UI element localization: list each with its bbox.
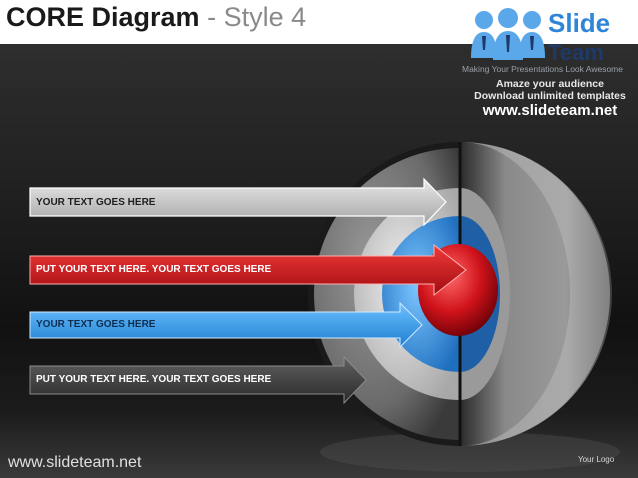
logo-word-slide: Slide <box>548 8 611 38</box>
title-main: CORE Diagram <box>6 2 200 32</box>
footer-url[interactable]: www.slideteam.net <box>8 454 142 471</box>
logo-promo-download: Download unlimited templates <box>474 90 626 102</box>
arrow-3-text: YOUR TEXT GOES HERE <box>36 319 156 330</box>
arrow-1-label: YOUR TEXT GOES HERE <box>36 197 155 208</box>
people-group-icon <box>471 8 545 60</box>
title-subtitle: Style 4 <box>223 2 307 32</box>
arrow-3-label: YOUR TEXT GOES HERE <box>36 319 155 330</box>
logo-word-team: Team <box>548 40 604 65</box>
arrow-1-text: YOUR TEXT GOES HERE <box>36 197 156 208</box>
arrow-2-label: PUT YOUR TEXT HERE. YOUR TEXT GOES HERE <box>36 264 271 275</box>
arrow-4-text: PUT YOUR TEXT HERE. YOUR TEXT GOES HERE <box>36 374 272 385</box>
arrow-3 <box>29 301 423 349</box>
sphere-right-highlight <box>460 142 610 446</box>
arrow-3-shape <box>29 301 423 349</box>
footer-logo-placeholder: Your Logo <box>578 455 615 464</box>
logo-url[interactable]: www.slideteam.net <box>482 102 618 119</box>
arrow-4 <box>29 355 367 405</box>
arrow-4-shape <box>29 355 367 405</box>
arrow-2-text: PUT YOUR TEXT HERE. YOUR TEXT GOES HERE <box>36 264 272 275</box>
title-separator: - <box>207 2 217 32</box>
sphere-reflection <box>320 432 620 472</box>
arrow-1 <box>29 177 447 227</box>
logo-tagline: Making Your Presentations Look Awesome <box>462 64 623 74</box>
slide-title: CORE Diagram - Style 4 <box>6 2 306 33</box>
arrow-2 <box>29 243 467 297</box>
arrow-2-shape <box>29 243 467 297</box>
arrow-4-label: PUT YOUR TEXT HERE. YOUR TEXT GOES HERE <box>36 374 271 385</box>
slideteam-logo[interactable]: Slide Team Making Your Presentations Loo… <box>462 4 638 120</box>
logo-promo-amaze: Amaze your audience <box>496 78 604 90</box>
arrow-1-shape <box>29 177 447 227</box>
